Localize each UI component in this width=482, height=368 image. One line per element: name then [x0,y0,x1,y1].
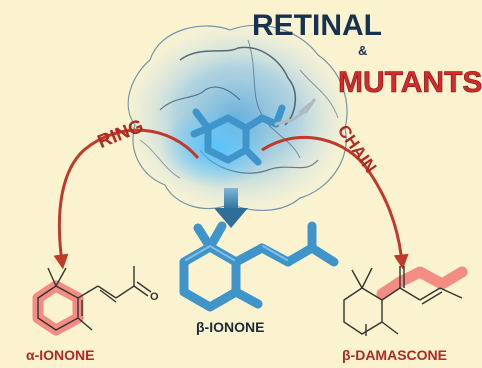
left-molecule-label: α-IONONE [26,347,95,363]
title-retinal: RETINAL [252,9,382,42]
right-molecule-label: β-DAMASCONE [342,347,447,363]
retinal-molecule [190,98,316,166]
alpha-ionone-oxygen: O [150,291,159,303]
chain-arrow [261,135,409,270]
beta-ionone-molecule [179,221,339,312]
beta-ionone-molecule-hl [185,244,288,261]
beta-damascone-molecule [343,266,468,336]
down-arrow [214,188,248,228]
title-ampersand: & [358,43,367,58]
center-molecule-label: β-IONONE [196,319,264,335]
protein-pocket-surface [127,24,348,211]
ring-arrow [53,128,200,270]
alpha-ionone-molecule: O [32,266,159,336]
title-mutants: MUTANTS [338,66,482,99]
